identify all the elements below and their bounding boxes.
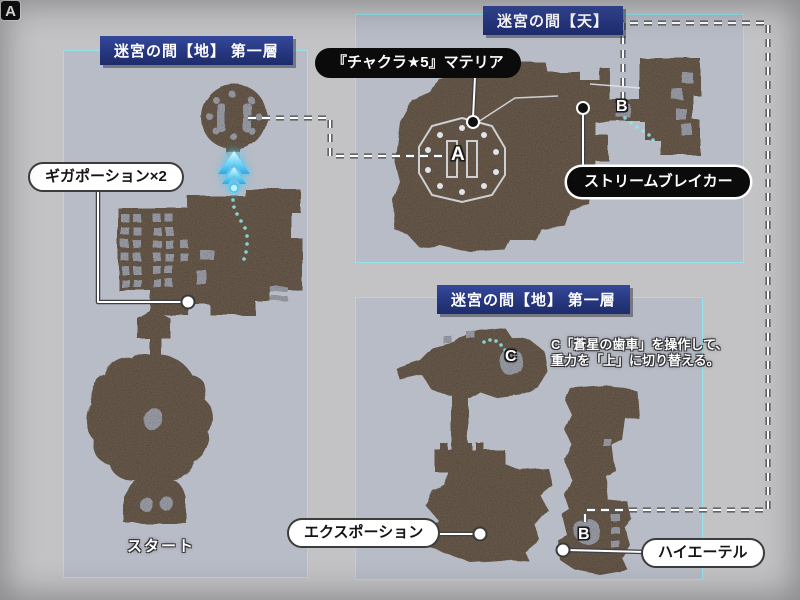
connector-b-route — [582, 20, 771, 524]
marker-a-left-map: A — [0, 0, 21, 21]
map-sky — [393, 58, 700, 252]
route-dots-ground2 — [482, 338, 507, 352]
header-labyrinth-sky: 迷宮の間【天】 — [483, 6, 624, 35]
marker-c-ground-map: C — [505, 348, 517, 365]
gear-note-line1: C「蒼星の歯車」を操作して、 — [551, 337, 729, 352]
header-labyrinth-ground-1: 迷宮の間【地】 第一層 — [100, 36, 293, 65]
marker-b-sky-map: B — [616, 98, 628, 115]
connector-a-route — [248, 115, 444, 159]
label-stream-breaker: ストリームブレイカー — [567, 167, 750, 197]
gear-note-line2: 重力を「上」に切り替える。 — [551, 353, 720, 368]
map-left-ground-floor — [86, 84, 302, 523]
item-dot-hi-ether — [555, 542, 571, 558]
marker-b-ground-map: B — [578, 526, 590, 543]
arena-ring-sky — [418, 83, 641, 204]
arena-dots-sky — [425, 125, 499, 195]
item-dot-ex-potion — [472, 526, 488, 542]
start-label: スタート — [127, 538, 196, 555]
label-giga-potion: ギガポーション×2 — [28, 162, 184, 192]
item-dot-stream-breaker — [576, 101, 590, 115]
header-labyrinth-ground-2: 迷宮の間【地】 第一層 — [437, 285, 630, 314]
label-ex-potion: エクスポーション — [287, 518, 441, 548]
map-ground2 — [396, 328, 640, 575]
label-hi-ether: ハイエーテル — [641, 538, 765, 568]
item-dot-chakra-materia — [466, 115, 480, 129]
route-dots-left — [231, 191, 249, 261]
gear-instruction-note: C「蒼星の歯車」を操作して、 重力を「上」に切り替える。 — [551, 337, 728, 369]
label-chakra-materia: 『チャクラ★5』マテリア — [315, 48, 521, 78]
item-dot-giga-potion — [180, 294, 196, 310]
marker-a-sky-map: A — [451, 144, 465, 165]
gravity-up-arrow — [218, 151, 250, 193]
route-dots-sky — [623, 116, 655, 142]
